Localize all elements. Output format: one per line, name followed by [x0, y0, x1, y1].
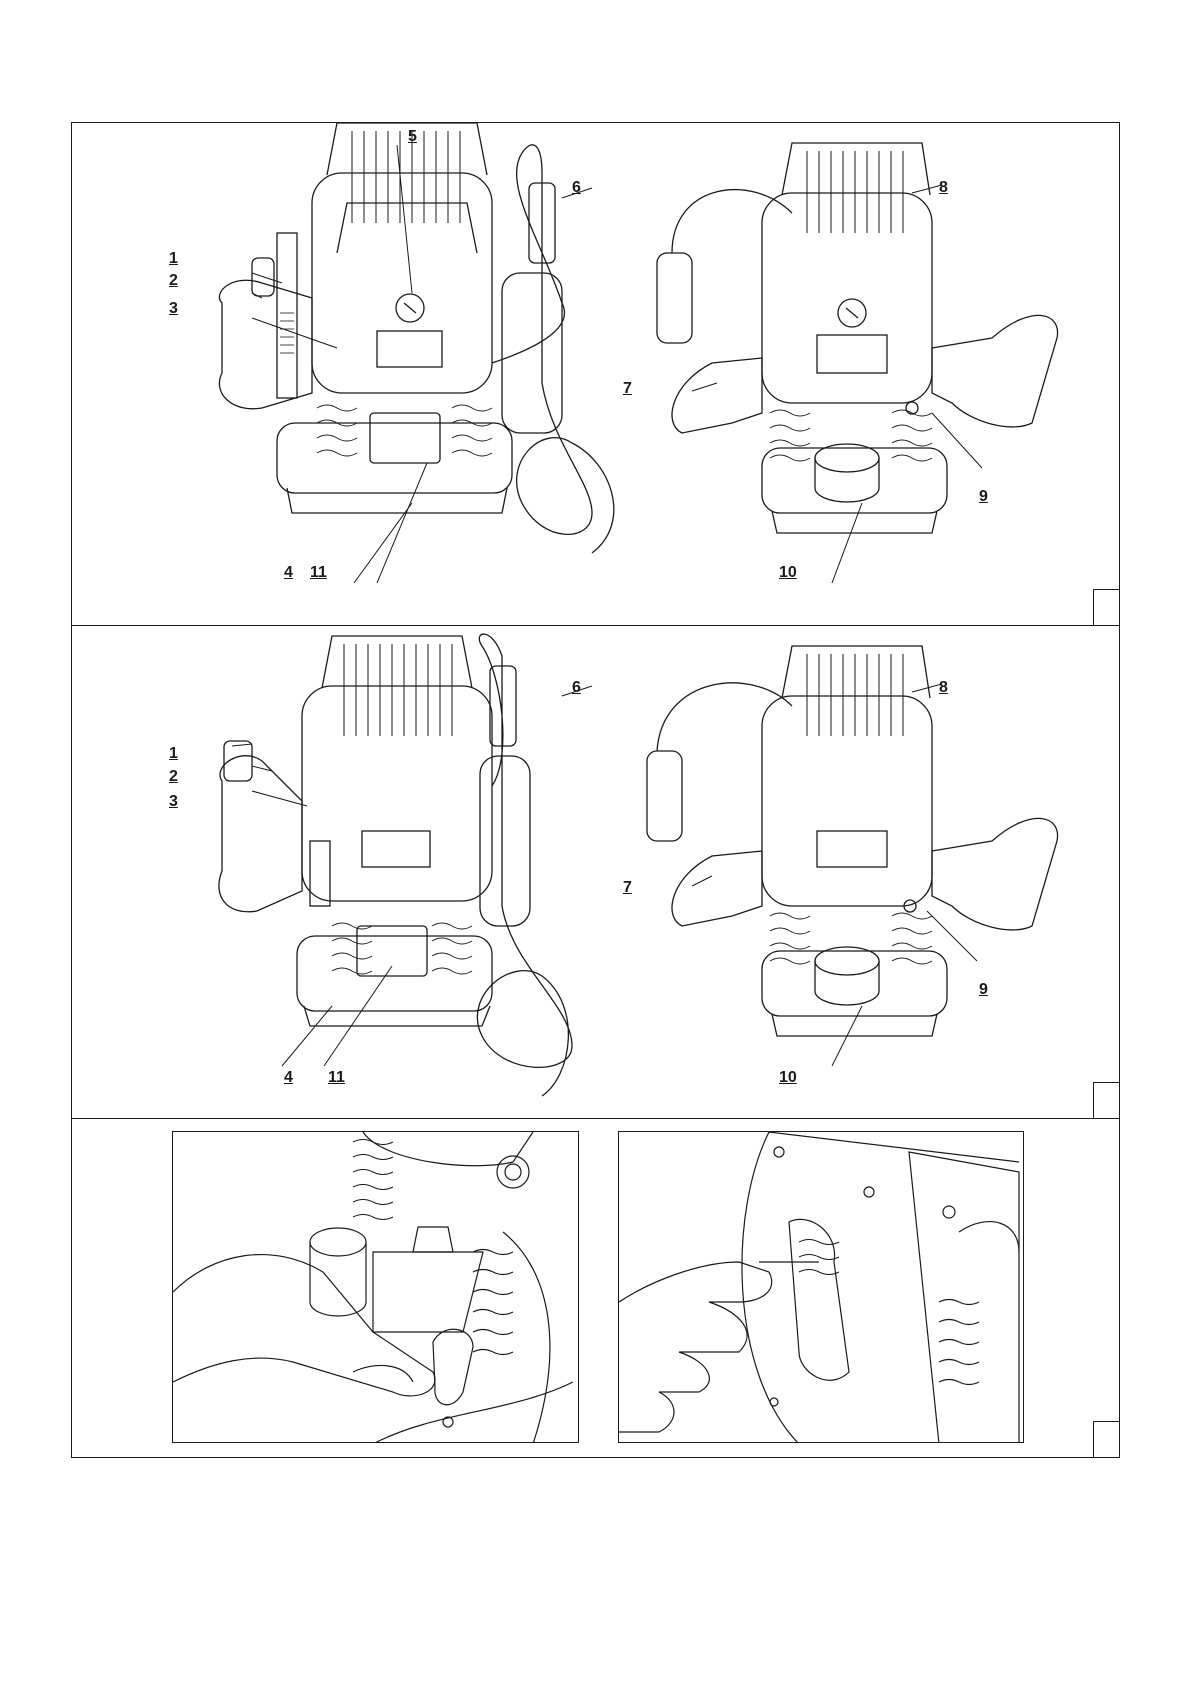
callout-10: 10: [779, 1070, 797, 1086]
router-front-rear-drawing: [72, 123, 1121, 626]
dust-adapter-install-illustration: [172, 1131, 579, 1443]
figure-number-box-2: [1093, 1082, 1119, 1118]
router-rear-view-2: [647, 646, 1058, 1036]
callout-3: 3: [169, 794, 178, 810]
callout-5: 5: [408, 129, 417, 145]
callout-8: 8: [939, 680, 948, 696]
callout-1: 1: [169, 251, 178, 267]
callout-10: 10: [779, 565, 797, 581]
guide-screw-install-illustration: [618, 1131, 1024, 1443]
callout-2: 2: [169, 769, 178, 785]
figure-panel-1: 1 2 3 5 6 4 11 7 8 9 10: [72, 123, 1119, 626]
figure-number-box-3: [1093, 1421, 1119, 1457]
callout-9: 9: [979, 489, 988, 505]
callout-3: 3: [169, 301, 178, 317]
router-rear-view: [657, 143, 1058, 533]
callout-9: 9: [979, 982, 988, 998]
callout-8: 8: [939, 180, 948, 196]
figure-panel-2: 1 2 3 6 4 11 7 8 9 10: [72, 626, 1119, 1119]
callout-11: 11: [328, 1070, 345, 1086]
callout-2: 2: [169, 273, 178, 289]
callout-7: 7: [623, 381, 632, 397]
callout-11: 11: [310, 565, 327, 581]
figure-frame: 1 2 3 5 6 4 11 7 8 9 10: [71, 122, 1120, 1458]
callout-6: 6: [572, 680, 581, 696]
figure-panel-3: [72, 1119, 1119, 1457]
callout-7: 7: [623, 880, 632, 896]
callout-4: 4: [284, 1070, 293, 1086]
router-front-rear-drawing-2: [72, 626, 1121, 1119]
router-front-view-2: [219, 634, 572, 1096]
callout-1: 1: [169, 746, 178, 762]
callout-4: 4: [284, 565, 293, 581]
figure-number-box-1: [1093, 589, 1119, 625]
callout-6: 6: [572, 180, 581, 196]
